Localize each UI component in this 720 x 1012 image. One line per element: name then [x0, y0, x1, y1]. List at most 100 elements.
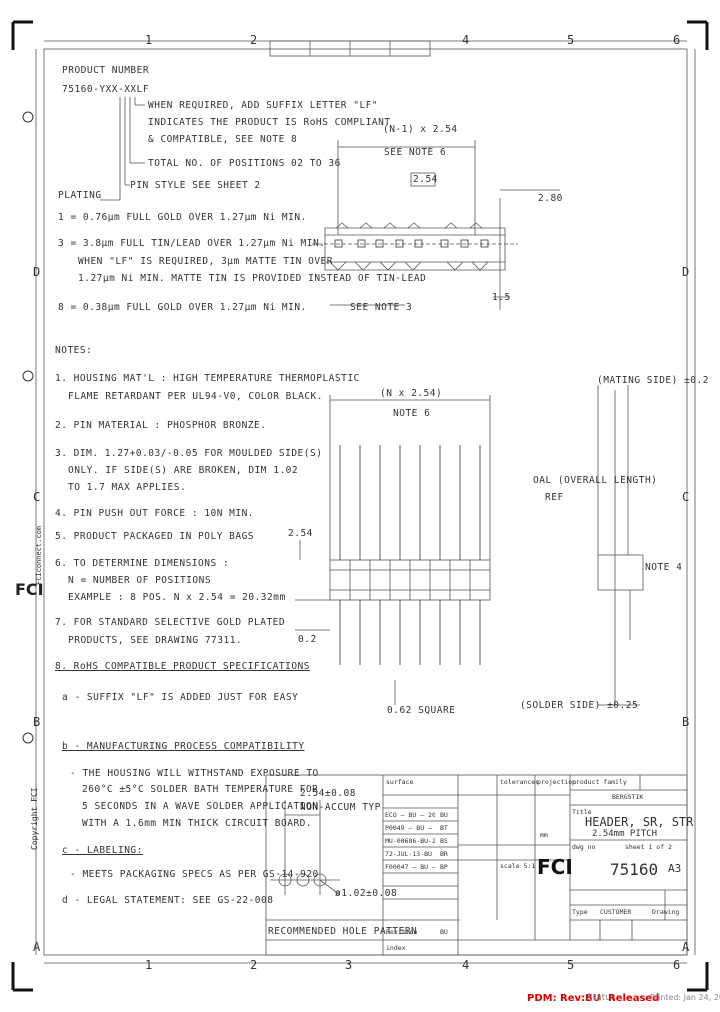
rev-letter: BR: [440, 850, 448, 858]
tb-label: Type: [572, 908, 588, 916]
dim-pitch: 2.54: [413, 174, 438, 185]
rev-letter: BT: [440, 824, 448, 832]
row-marker: B: [682, 715, 690, 729]
row-marker: C: [33, 490, 41, 504]
plating-label: PLATING: [58, 190, 102, 201]
rev-letter: BS: [440, 837, 448, 845]
suffix-note-3: & COMPATIBLE, SEE NOTE 8: [148, 134, 298, 145]
col-marker: 3: [345, 958, 353, 972]
hole-pitch: 2.54±0.08: [300, 788, 356, 799]
note-line: 5. PRODUCT PACKAGED IN POLY BAGS: [55, 531, 255, 542]
status-value: Released: [608, 993, 660, 1004]
product-family: BERGSTIK: [612, 793, 644, 801]
dim-mating-side: (MATING SIDE) ±0.2: [597, 375, 709, 386]
copyright: Copyright FCI: [30, 787, 39, 850]
rev-row: 72-JUL-13-BU 2003-07: [385, 850, 435, 858]
plating-option: 3 = 3.8µm FULL TIN/LEAD OVER 1.27µm Ni M…: [58, 238, 326, 249]
pin-style-note: PIN STYLE SEE SHEET 2: [130, 180, 261, 191]
tb-label: product family: [572, 778, 627, 786]
note-line: N = NUMBER OF POSITIONS: [68, 575, 212, 586]
tb-label: surface: [386, 778, 414, 786]
dim-see-note-3: SEE NOTE 3: [350, 302, 413, 313]
plating-option: 1 = 0.76µm FULL GOLD OVER 1.27µm Ni MIN.: [58, 212, 307, 223]
positions-note: TOTAL NO. OF POSITIONS 02 TO 36: [148, 158, 341, 169]
dim-n-pitch: (N x 2.54): [380, 388, 443, 399]
col-marker: 2: [250, 33, 258, 47]
dim-see-note-6: SEE NOTE 6: [384, 147, 447, 158]
note-line: 6. TO DETERMINE DIMENSIONS :: [55, 558, 230, 569]
row-marker: D: [33, 265, 41, 279]
dim-height-280: 2.80: [538, 193, 563, 204]
note-line: WITH A 1.6mm MIN THICK CIRCUIT BOARD.: [82, 818, 313, 829]
hole-accum: NON-ACCUM TYP: [300, 802, 381, 813]
note-line: c - LABELING:: [62, 845, 143, 856]
scale: scale 5:1: [500, 862, 536, 870]
revision-label: Revision: [386, 928, 418, 936]
dim-note-4: NOTE 4: [645, 562, 683, 573]
printed-date: Printed: Jan 24, 2005: [650, 993, 720, 1002]
fci-logo: FCI: [537, 855, 573, 879]
col-marker: 1: [145, 958, 153, 972]
note-line: 1. HOUSING MAT'L : HIGH TEMPERATURE THER…: [55, 373, 360, 384]
row-marker: D: [682, 265, 690, 279]
fci-logo-side: FCI: [15, 580, 44, 599]
title-2: 2.54mm PITCH: [592, 829, 658, 839]
fci-url: FCIconnect.com: [35, 525, 43, 585]
note-line: 5 SECONDS IN A WAVE SOLDER APPLICATION: [82, 801, 319, 812]
col-marker: 5: [567, 33, 575, 47]
row-marker: B: [33, 715, 41, 729]
row-marker: C: [682, 490, 690, 504]
dim-254-side: 2.54: [288, 528, 313, 539]
rev-letter: BP: [440, 863, 448, 871]
row-marker: A: [682, 940, 690, 954]
note-line: TO 1.7 MAX APPLIES.: [68, 482, 187, 493]
product-number: 75160-YXX-XXLF: [62, 84, 150, 95]
sheet-label: sheet 1 of 2: [625, 843, 672, 851]
note-line: b - MANUFACTURING PROCESS COMPATIBILITY: [62, 741, 305, 752]
note-line: 8. RoHS COMPATIBLE PRODUCT SPECIFICATION…: [55, 661, 310, 672]
row-marker: A: [33, 940, 41, 954]
col-marker: 1: [145, 33, 153, 47]
revision-value: BU: [440, 928, 448, 936]
rev-row: MU-00686-BU-2004-01: [385, 837, 435, 845]
note-line: - THE HOUSING WILL WITHSTAND EXPOSURE TO: [70, 768, 319, 779]
tb-label: dwg no: [572, 843, 596, 851]
dim-solder-side: (SOLDER SIDE) ±0.25: [520, 700, 639, 711]
plating-option: 8 = 0.38µm FULL GOLD OVER 1.27µm Ni MIN.: [58, 302, 307, 313]
note-line: a - SUFFIX "LF" IS ADDED JUST FOR EASY: [62, 692, 299, 703]
dim-oal: OAL (OVERALL LENGTH): [533, 475, 658, 486]
col-marker: 6: [673, 33, 681, 47]
product-heading: PRODUCT NUMBER: [62, 65, 150, 76]
col-marker: 4: [462, 33, 470, 47]
dim-square: 0.62 SQUARE: [387, 705, 456, 716]
tb-label: Title: [572, 808, 592, 816]
note-line: PRODUCTS, SEE DRAWING 77311.: [68, 635, 243, 646]
col-marker: 5: [567, 958, 575, 972]
suffix-note-1: WHEN REQUIRED, ADD SUFFIX LETTER "LF": [148, 100, 379, 111]
note-line: 4. PIN PUSH OUT FORCE : 10N MIN.: [55, 508, 255, 519]
note-line: d - LEGAL STATEMENT: SEE GS-22-008: [62, 895, 274, 906]
plating-option: 1.27µm Ni MIN. MATTE TIN IS PROVIDED INS…: [78, 273, 427, 284]
suffix-note-2: INDICATES THE PRODUCT IS RoHS COMPLIANT: [148, 117, 391, 128]
part-number: 75160: [610, 860, 659, 879]
note-line: FLAME RETARDANT PER UL94-V0, COLOR BLACK…: [68, 391, 323, 402]
dim-ref: REF: [545, 492, 564, 503]
note-line: 7. FOR STANDARD SELECTIVE GOLD PLATED: [55, 617, 286, 628]
col-marker: 6: [673, 958, 681, 972]
drawing-label: Drawing: [652, 908, 680, 916]
pdm-rev: PDM: Rev:BU: [527, 993, 601, 1004]
col-marker: 4: [462, 958, 470, 972]
note-line: 3. DIM. 1.27+0.03/-0.05 FOR MOULDED SIDE…: [55, 448, 323, 459]
tb-label: projection: [537, 778, 577, 786]
col-marker: 2: [250, 958, 258, 972]
type-value: CUSTOMER: [600, 908, 632, 916]
dim-02: 0.2: [298, 634, 317, 645]
sheet-size: A3: [668, 862, 682, 875]
hole-dia: ø1.02±0.08: [335, 888, 398, 899]
tb-label: tolerances: [500, 778, 540, 786]
dim-pitch-total: (N-1) x 2.54: [383, 124, 458, 135]
dim-15: 1.5: [492, 292, 511, 303]
title-1: HEADER, SR, STR: [585, 815, 694, 829]
status-label: Status:: [587, 993, 619, 1003]
units: mm: [540, 831, 548, 839]
